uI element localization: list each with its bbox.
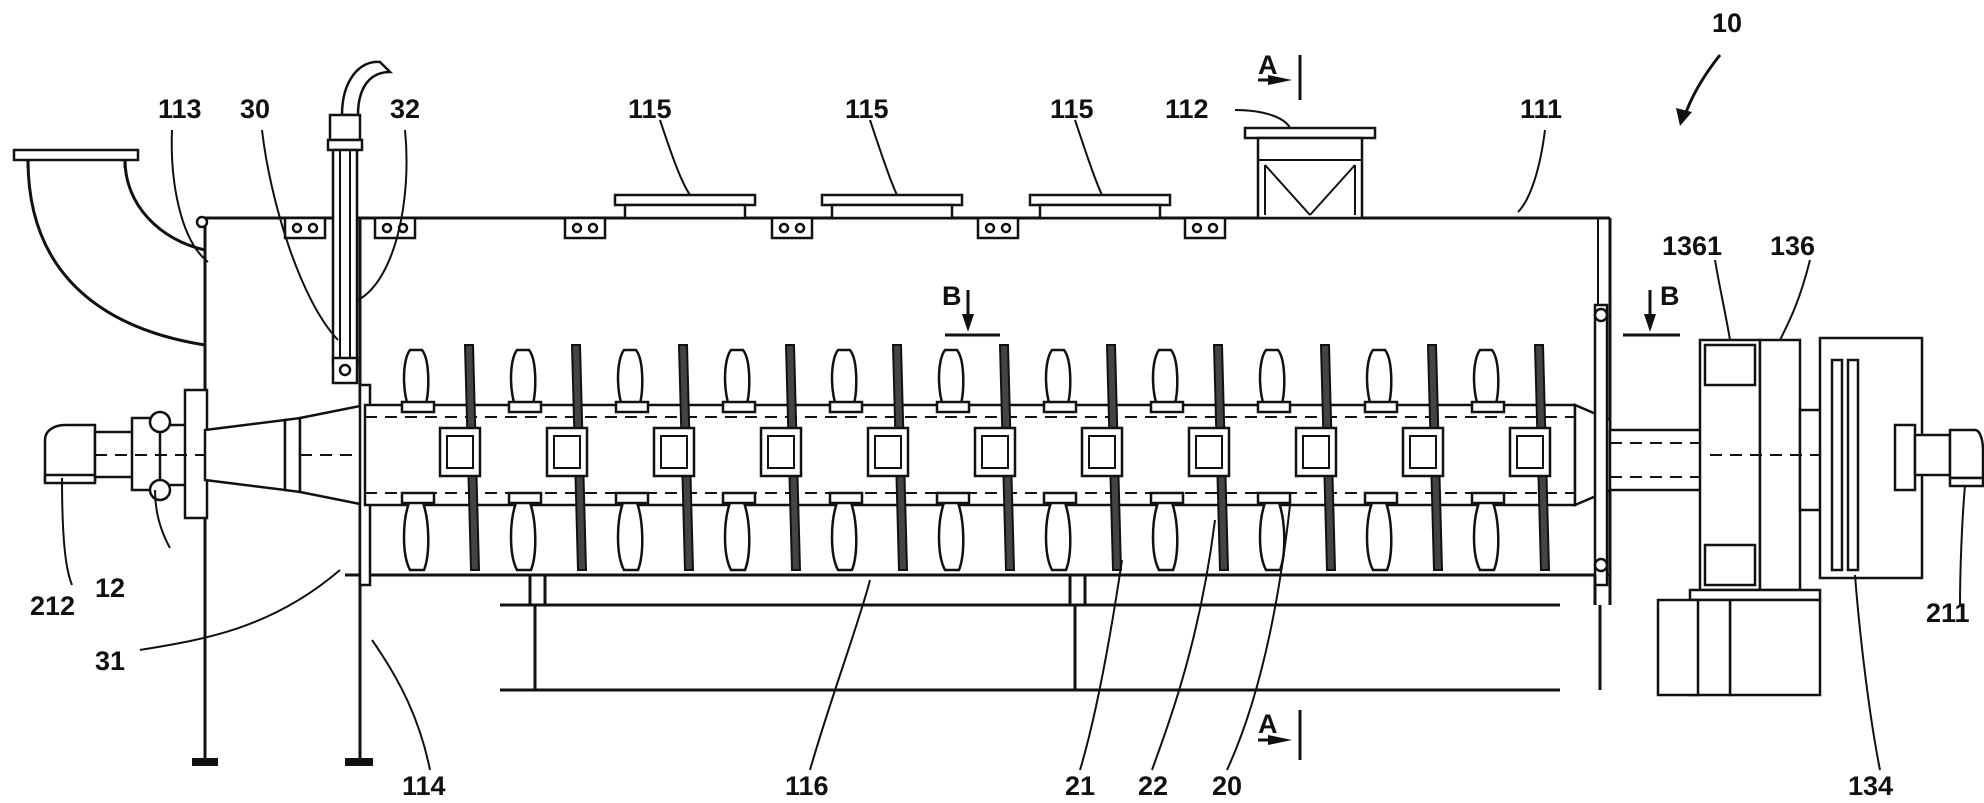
section-marker-a-top [1258,55,1302,100]
shaft-left-taper [203,383,372,587]
paddle-lower-foot [721,491,757,505]
paddle-upper-foot [614,400,650,414]
label-116: 116 [785,771,829,801]
label-30: 30 [240,94,270,124]
label-section-b-left: B [942,281,962,311]
paddle-lower-foot [400,491,436,505]
shaft-box-inner [1409,435,1437,469]
paddle-upper-foot [1256,400,1292,414]
label-111: 111 [1520,94,1562,124]
paddle-lower [937,498,965,572]
shaft-box-inner [767,435,795,469]
label-136: 136 [1770,231,1815,261]
paddle-lower [509,498,537,572]
paddle-lower-foot [614,491,650,505]
label-21: 21 [1065,771,1095,801]
paddle-upper-foot [721,400,757,414]
inspection-covers [613,193,1172,220]
paddle-lower-foot [1042,491,1078,505]
paddles-lower-row [400,491,1506,572]
section-marker-b-left [945,290,1000,337]
paddle-upper-foot [1149,400,1185,414]
paddle-upper-foot [400,400,436,414]
shaft-box-inner [660,435,688,469]
paddle-lower [402,498,430,572]
outlet-port [1243,126,1377,220]
paddle-upper-foot [1363,400,1399,414]
paddle-upper-foot [935,400,971,414]
label-section-a-top: A [1258,50,1278,80]
section-marker-a-bottom [1258,710,1302,760]
paddle-lower [1365,498,1393,572]
label-32: 32 [390,94,420,124]
paddle-lower-foot [1470,491,1506,505]
section-marker-b-right [1623,290,1680,337]
steam-pipe [326,60,394,385]
reference-labels: 10 113 30 32 115 115 115 112 111 A A B B… [30,8,1970,801]
label-115-first: 115 [628,94,672,124]
shaft-boxes [438,426,1552,478]
left-bearing [43,388,209,520]
label-section-a-bottom: A [1258,709,1278,739]
paddle-upper-foot [1042,400,1078,414]
right-drive [1608,336,1984,697]
label-22: 22 [1138,771,1168,801]
paddle-lower [1151,498,1179,572]
shaft-box-inner [1195,435,1223,469]
paddle-lower [1258,498,1286,572]
paddle-upper-foot [1470,400,1506,414]
paddle-lower [830,498,858,572]
label-113: 113 [158,94,202,124]
label-10: 10 [1712,8,1742,38]
paddle-lower [723,498,751,572]
label-115-third: 115 [1050,94,1094,124]
paddle-lower [1044,498,1072,572]
paddle-lower-foot [828,491,864,505]
paddle-lower-foot [507,491,543,505]
label-212: 212 [30,591,75,621]
label-134: 134 [1848,771,1893,801]
shaft-box-inner [553,435,581,469]
shaft-box-inner [1302,435,1330,469]
paddle-lower [1472,498,1500,572]
paddle-lower [616,498,644,572]
shaft-box-inner [1516,435,1544,469]
shaft-box-inner [874,435,902,469]
support-frame [500,575,1700,697]
label-section-b-right: B [1660,281,1680,311]
label-211: 211 [1926,598,1970,628]
paddle-upper-foot [507,400,543,414]
label-115-second: 115 [845,94,889,124]
paddle-lower-foot [935,491,971,505]
leader-lines [61,109,1966,771]
paddle-lower-foot [1149,491,1185,505]
top-brackets [283,216,1227,240]
label-31: 31 [95,646,125,676]
shaft-box-inner [981,435,1009,469]
paddle-lower-foot [1363,491,1399,505]
paddle-upper-foot [828,400,864,414]
shaft-box-inner [446,435,474,469]
label-12: 12 [95,573,125,603]
label-112: 112 [1165,94,1209,124]
label-114: 114 [402,771,446,801]
inlet-elbow-pipe [12,148,206,347]
label-1361: 1361 [1662,231,1722,261]
label-20: 20 [1212,771,1242,801]
arrow-assembly-10 [1676,54,1722,126]
paddle-lower-foot [1256,491,1292,505]
paddles-upper-row [400,348,1506,414]
shaft-right-taper [1573,303,1612,587]
shaft-box-inner [1088,435,1116,469]
